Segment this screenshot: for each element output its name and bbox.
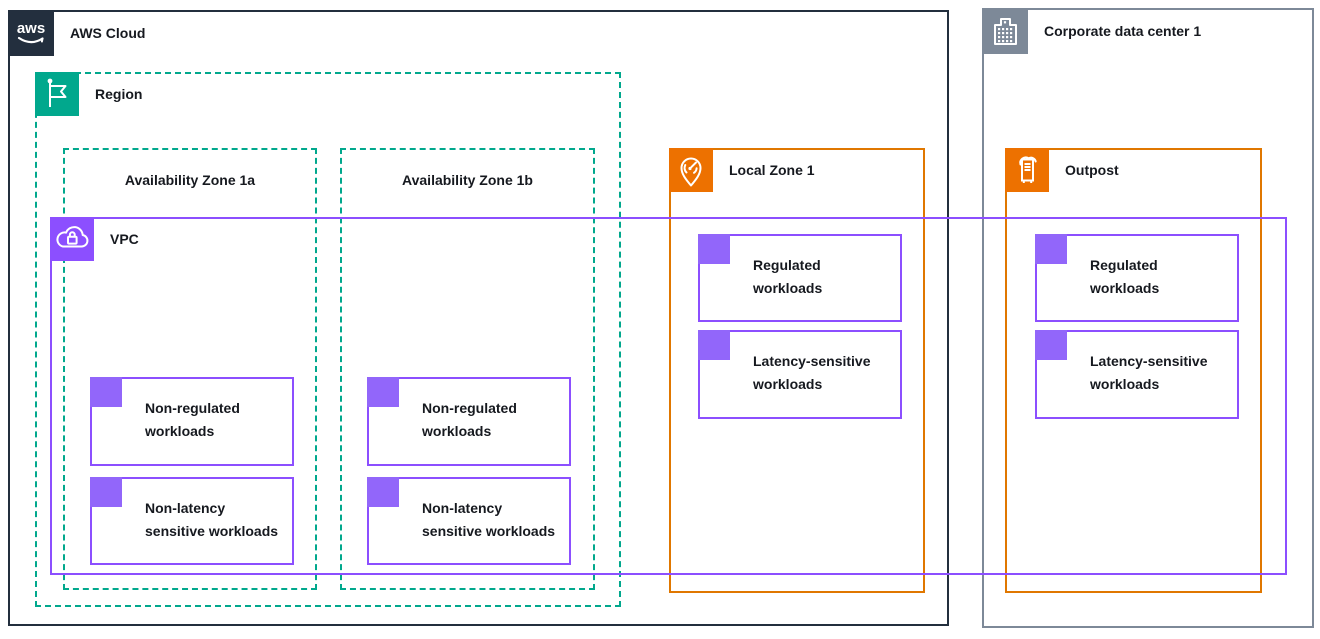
local-zone-group: Local Zone 1 Regulated workloads Latency…: [669, 148, 925, 593]
workload-tab: [1035, 330, 1067, 360]
vpc-group: VPC: [50, 217, 1287, 575]
workload-local-zone-regulated: Regulated workloads: [698, 234, 902, 322]
vpc-icon: [50, 217, 94, 261]
workload-az1b-non-regulated: Non-regulated workloads: [367, 377, 571, 466]
outpost-label: Outpost: [1065, 162, 1119, 178]
availability-zone-1a-group: Availability Zone 1a Non-regulated workl…: [63, 148, 317, 590]
workload-label: Latency-sensitive workloads: [753, 353, 871, 392]
aws-cloud-label: AWS Cloud: [70, 25, 146, 41]
availability-zone-1a-label: Availability Zone 1a: [124, 172, 256, 188]
workload-az1b-non-latency: Non-latency sensitive workloads: [367, 477, 571, 565]
aws-logo-text: aws: [17, 20, 45, 37]
workload-tab: [90, 477, 122, 507]
region-flag-icon: [35, 72, 79, 116]
workload-outpost-latency-sensitive: Latency-sensitive workloads: [1035, 330, 1239, 419]
outpost-group: Outpost Regulated workloads Latency-sens…: [1005, 148, 1262, 593]
workload-tab: [698, 330, 730, 360]
workload-tab: [367, 377, 399, 407]
workload-az1a-non-regulated: Non-regulated workloads: [90, 377, 294, 466]
workload-tab: [1035, 234, 1067, 264]
workload-label: Regulated workloads: [1090, 257, 1160, 296]
workload-label: Non-regulated workloads: [145, 400, 240, 439]
region-group: Region: [35, 72, 621, 607]
workload-tab: [698, 234, 730, 264]
workload-label: Latency-sensitive workloads: [1090, 353, 1208, 392]
workload-label: Non-regulated workloads: [422, 400, 517, 439]
region-label: Region: [95, 86, 143, 102]
workload-label: Non-latency sensitive workloads: [422, 500, 556, 539]
local-zone-icon: [669, 148, 713, 192]
outpost-icon: [1005, 148, 1049, 192]
workload-label: Regulated workloads: [753, 257, 823, 296]
aws-cloud-icon: aws: [8, 10, 54, 56]
vpc-label: VPC: [110, 231, 139, 247]
corporate-data-center-label: Corporate data center 1: [1044, 23, 1202, 39]
corporate-data-center-group: Corporate data center 1: [982, 8, 1314, 628]
workload-tab: [367, 477, 399, 507]
workload-local-zone-latency-sensitive: Latency-sensitive workloads: [698, 330, 902, 419]
availability-zone-1b-label: Availability Zone 1b: [402, 172, 533, 188]
workload-label: Non-latency sensitive workloads: [145, 500, 279, 539]
availability-zone-1b-group: Availability Zone 1b Non-regulated workl…: [340, 148, 595, 590]
local-zone-label: Local Zone 1: [729, 162, 815, 178]
corporate-data-center-icon: [982, 8, 1028, 54]
workload-az1a-non-latency: Non-latency sensitive workloads: [90, 477, 294, 565]
workload-tab: [90, 377, 122, 407]
aws-cloud-group: aws AWS Cloud: [8, 10, 949, 626]
workload-outpost-regulated: Regulated workloads: [1035, 234, 1239, 322]
